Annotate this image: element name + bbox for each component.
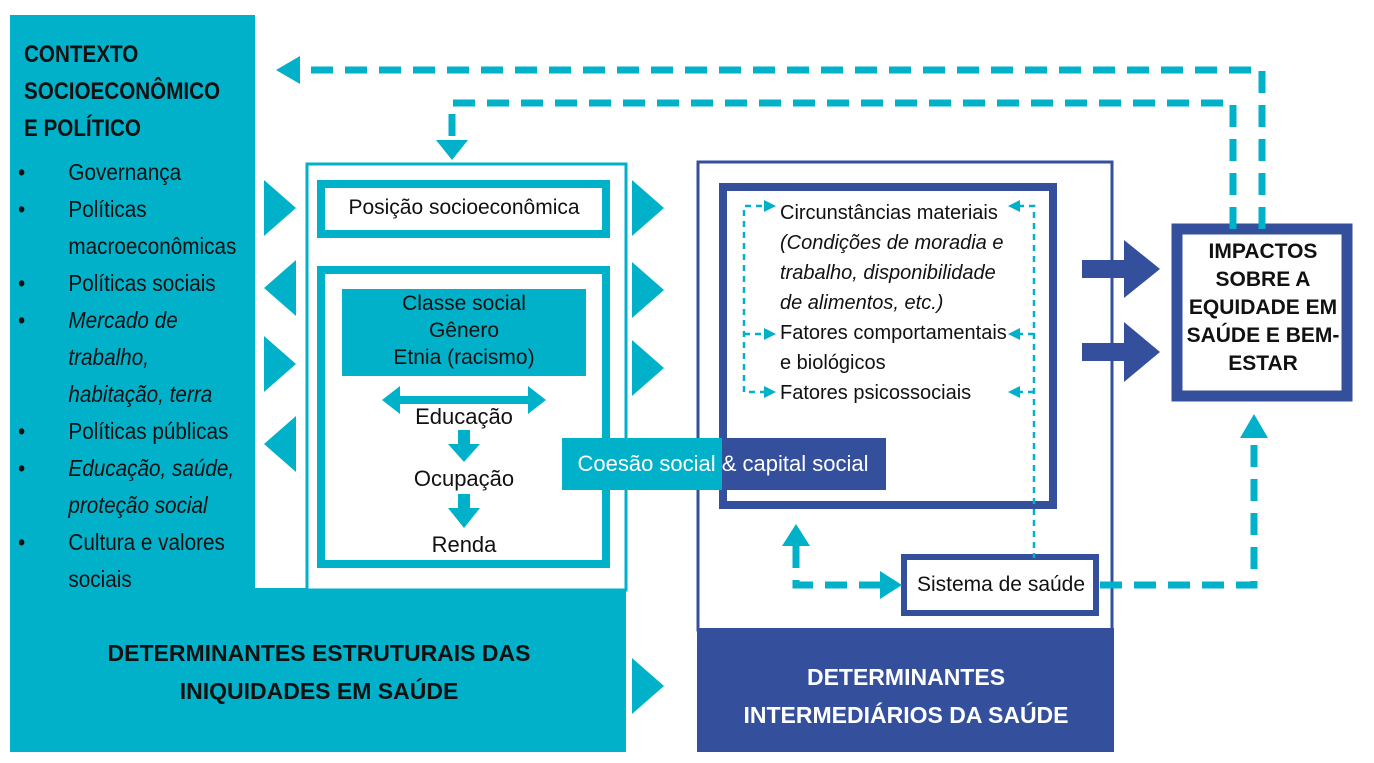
context-title-line: SOCIOECONÔMICO <box>24 78 221 105</box>
class-line: Gênero <box>428 319 500 342</box>
impacts-line: IMPACTOS <box>1208 240 1318 263</box>
material-label: Circunstâncias materiais <box>780 202 998 224</box>
impacts-label: IMPACTOS SOBRE A EQUIDADE EM SAÚDE E BEM… <box>1186 238 1340 378</box>
class-box <box>342 289 586 376</box>
arrow-left-2 <box>264 416 296 472</box>
arrow-right-5 <box>632 340 664 396</box>
impacts-line: EQUIDADE EM <box>1188 296 1338 319</box>
income-label: Renda <box>431 532 497 557</box>
navy-arrow-2 <box>1082 322 1160 382</box>
arrow-right-3 <box>632 180 664 236</box>
position-label: Posição socioeconômica <box>348 196 580 219</box>
context-panel <box>10 15 626 752</box>
class-box-text: Classe social Gênero Etnia (racismo) <box>342 290 586 371</box>
material-detail: (Condições de moradia e <box>780 232 1004 254</box>
occupation-label: Ocupação <box>413 466 515 491</box>
feedback-head-health <box>880 571 902 599</box>
arrow-right-4 <box>632 262 664 318</box>
feedback-head-impacts <box>1240 414 1268 438</box>
impacts-line: SOBRE A <box>1215 268 1311 291</box>
context-item-social-policies: •Políticas sociais <box>18 270 216 296</box>
structural-footer-line: DETERMINANTES ESTRUTURAIS DAS <box>107 640 531 666</box>
navy-arrow-1 <box>1082 240 1160 298</box>
behavioral-label: Fatores comportamentais <box>780 322 1007 344</box>
arrow-right-1 <box>264 180 296 236</box>
context-title: CONTEXTO SOCIOECONÔMICO E POLÍTICO <box>24 36 222 147</box>
intermediary-footer: DETERMINANTES INTERMEDIÁRIOS DA SAÚDE <box>698 658 1114 734</box>
health-system-label: Sistema de saúde <box>916 573 1086 596</box>
behavioral-label: e biológicos <box>780 352 886 374</box>
context-item-education-health: •Educação, saúde,proteção social <box>18 455 235 518</box>
impacts-line: SAÚDE E BEM- <box>1186 324 1340 347</box>
class-line: Etnia (racismo) <box>393 346 535 369</box>
intermediary-list: Circunstâncias materiais (Condições de m… <box>780 198 1030 408</box>
context-item-governance: •Governança <box>18 159 182 185</box>
down-arrow-2 <box>448 494 480 528</box>
material-detail: de alimentos, etc.) <box>780 292 944 314</box>
cohesion-bar-cyan <box>562 438 722 490</box>
arrow-right-2 <box>264 336 296 392</box>
double-arrow-left-head <box>382 386 400 414</box>
intermediary-footer-line: INTERMEDIÁRIOS DA SAÚDE <box>743 702 1069 728</box>
internal-link-heads <box>764 200 1020 398</box>
structural-footer-line: INIQUIDADES EM SAÚDE <box>179 678 459 704</box>
intermediary-footer-box <box>697 628 1114 752</box>
arrow-right-6 <box>632 658 664 714</box>
class-line: Classe social <box>402 292 526 315</box>
cohesion-label: Coesão social & capital social <box>577 451 869 476</box>
impacts-box <box>1171 223 1353 402</box>
feedback-head-context <box>276 56 300 84</box>
education-label: Educação <box>415 404 513 429</box>
position-box <box>317 180 610 238</box>
impacts-line: ESTAR <box>1228 352 1298 375</box>
context-item-public-policies: •Políticas públicas <box>18 418 229 444</box>
double-arrow-right-head <box>528 386 546 414</box>
arrow-left-1 <box>264 260 296 316</box>
internal-links <box>742 204 1036 558</box>
health-system-box <box>901 554 1099 616</box>
context-title-line: E POLÍTICO <box>24 115 141 142</box>
feedback-head-material <box>782 524 810 546</box>
feedback-loops <box>298 66 1266 589</box>
down-arrow-1 <box>448 430 480 462</box>
psychosocial-label: Fatores psicossociais <box>780 382 972 404</box>
intermediary-footer-line: DETERMINANTES <box>806 664 1006 690</box>
feedback-head-structural <box>436 140 468 160</box>
structural-footer: DETERMINANTES ESTRUTURAIS DAS INIQUIDADE… <box>12 634 626 710</box>
material-detail: trabalho, disponibilidade <box>780 262 996 284</box>
context-title-line: CONTEXTO <box>24 41 139 68</box>
